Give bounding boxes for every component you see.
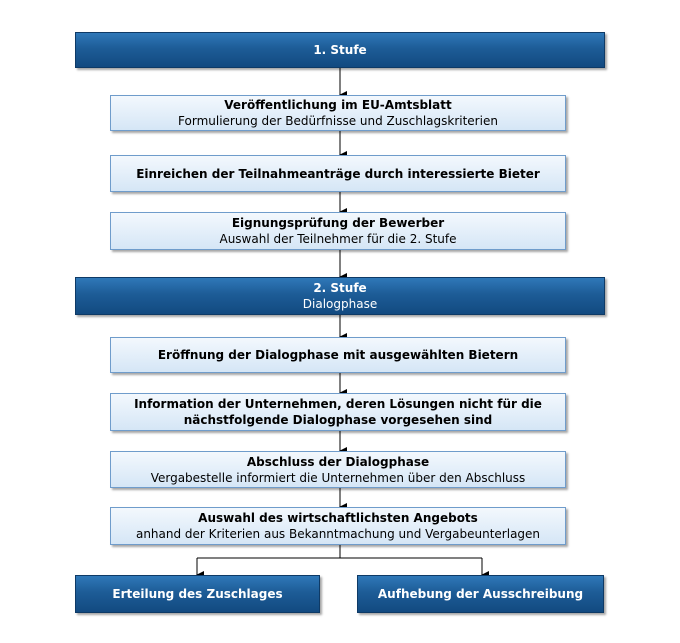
step4-box: Eröffnung der Dialogphase mit ausgewählt… (110, 337, 566, 373)
step5-title-line2: nächstfolgende Dialogphase vorgesehen si… (183, 413, 493, 427)
stage2-box: 2. Stufe Dialogphase (75, 277, 605, 315)
outcome-left-title: Erteilung des Zuschlages (112, 587, 283, 601)
step7-title: Auswahl des wirtschaftlichsten Angebots (198, 511, 478, 525)
stage1-title: 1. Stufe (313, 43, 367, 57)
step3-box: Eignungsprüfung der Bewerber Auswahl der… (110, 212, 566, 250)
step4-title: Eröffnung der Dialogphase mit ausgewählt… (157, 348, 519, 362)
step3-title: Eignungsprüfung der Bewerber (231, 216, 445, 230)
step1-box: Veröffentlichung im EU-Amtsblatt Formuli… (110, 95, 566, 131)
stage2-title: 2. Stufe (313, 281, 367, 295)
step5-title-line1: Information der Unternehmen, deren Lösun… (134, 397, 542, 411)
stage2-subtitle: Dialogphase (302, 297, 378, 311)
step2-title: Einreichen der Teilnahmeanträge durch in… (136, 166, 540, 181)
outcome-right-title: Aufhebung der Ausschreibung (377, 587, 584, 601)
step5-box: Information der Unternehmen, deren Lösun… (110, 393, 566, 431)
step6-title: Abschluss der Dialogphase (246, 454, 430, 469)
outcome-right-box: Aufhebung der Ausschreibung (357, 575, 604, 613)
step7-subtitle: anhand der Kriterien aus Bekanntmachung … (135, 527, 541, 541)
step1-subtitle: Formulierung der Bedürfnisse und Zuschla… (178, 114, 498, 128)
step7-box: Auswahl des wirtschaftlichsten Angebots … (110, 507, 566, 545)
step3-subtitle: Auswahl der Teilnehmer für die 2. Stufe (219, 232, 457, 246)
step6-subtitle: Vergabestelle informiert die Unternehmen… (150, 470, 526, 485)
stage1-box: 1. Stufe (75, 32, 605, 68)
outcome-left-box: Erteilung des Zuschlages (75, 575, 320, 613)
step6-box: Abschluss der Dialogphase Vergabestelle … (110, 451, 566, 488)
step2-box: Einreichen der Teilnahmeanträge durch in… (110, 155, 566, 192)
step1-title: Veröffentlichung im EU-Amtsblatt (224, 98, 452, 112)
